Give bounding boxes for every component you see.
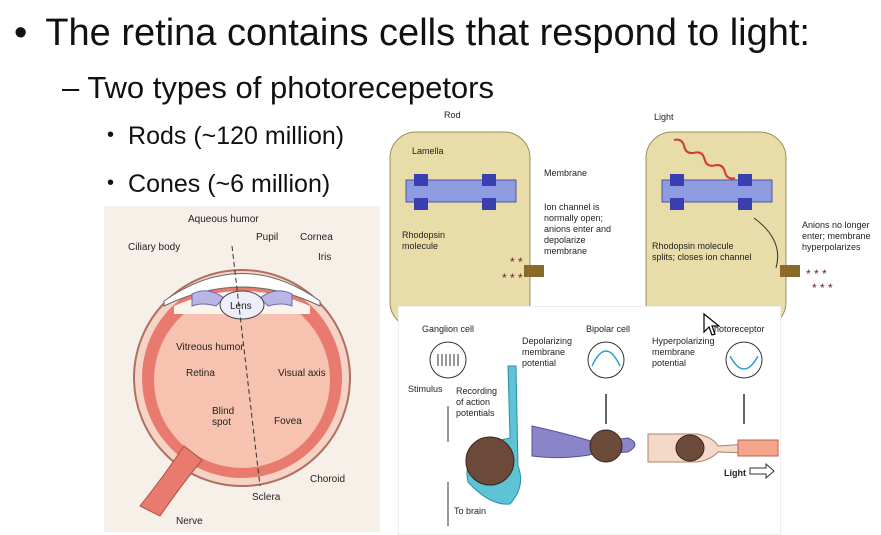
bullet-marker: • xyxy=(107,172,115,194)
rhodopsin-block xyxy=(482,198,496,210)
anion-label-1: Anions no longer xyxy=(802,220,870,230)
lamella-label: Lamella xyxy=(412,146,444,156)
visual-axis-label: Visual axis xyxy=(278,368,326,379)
anions-right: * * * xyxy=(812,281,833,295)
photoreceptor-label: hotoreceptor xyxy=(714,324,765,334)
fovea-label: Fovea xyxy=(274,416,302,427)
bipolar-label: Bipolar cell xyxy=(586,324,630,334)
retina-label: Retina xyxy=(186,368,215,379)
rhodopsin-block xyxy=(414,198,428,210)
main-bullet-text: The retina contains cells that respond t… xyxy=(45,12,810,54)
ion-label-5: membrane xyxy=(544,246,587,256)
light-wave xyxy=(673,138,736,180)
anion-label-3: hyperpolarizes xyxy=(802,242,861,252)
rod-label: Rod xyxy=(444,110,461,120)
ion-label-2: normally open; xyxy=(544,213,603,223)
rhodopsin-block xyxy=(414,174,428,186)
iris-left-shape xyxy=(191,290,225,307)
rhodopsin-block xyxy=(670,174,684,186)
light-arrow-icon xyxy=(749,462,775,480)
eye-anatomy-diagram: Lens Aqueous humor Pupil Cornea Ciliary … xyxy=(104,206,380,532)
ganglion-label: Ganglion cell xyxy=(422,324,474,334)
ganglion-nucleus xyxy=(465,436,515,486)
pupil-label: Pupil xyxy=(256,232,278,243)
bullet-marker: • xyxy=(107,124,115,146)
dep-label-2: membrane xyxy=(522,347,565,357)
anions-right: * * * xyxy=(806,267,827,281)
ion-label-1: Ion channel is xyxy=(544,202,600,212)
dash-marker: – xyxy=(62,70,80,105)
recording-circle xyxy=(429,341,467,379)
blind-spot-label-2: spot xyxy=(212,417,231,428)
split-label-1: Rhodopsin molecule xyxy=(652,241,734,251)
rods-bullet: • Rods (~120 million) xyxy=(107,122,344,151)
rod-photoreceptor-diagram: Rod Lamella Rhodopsin molecule Membrane … xyxy=(384,110,881,328)
rods-bullet-text: Rods (~120 million) xyxy=(128,122,345,150)
rhodopsin-label-1: Rhodopsin xyxy=(402,230,445,240)
retinal-cells-diagram: Ganglion cell Bipolar cell hotoreceptor … xyxy=(398,306,781,535)
lens-shape xyxy=(219,290,265,320)
aqueous-label: Aqueous humor xyxy=(188,214,259,225)
sub-bullet: – Two types of photorecepetors xyxy=(62,70,494,106)
ion-label-4: depolarize xyxy=(544,235,586,245)
stimulus-label: Stimulus xyxy=(408,384,443,394)
choroid-label: Choroid xyxy=(310,474,345,485)
cones-bullet: • Cones (~6 million) xyxy=(107,170,330,199)
recording-label-1: Recording xyxy=(456,386,497,396)
blind-spot-label-1: Blind xyxy=(212,406,234,417)
anions-left: * * * xyxy=(502,271,523,285)
hyperpolarizing-trace xyxy=(729,355,759,370)
to-brain-label: To brain xyxy=(454,506,486,516)
ciliary-label: Ciliary body xyxy=(128,242,180,253)
optic-nerve-shape xyxy=(139,445,203,517)
dep-label-1: Depolarizing xyxy=(522,336,572,346)
outer-segment xyxy=(737,439,779,457)
iris-right-shape xyxy=(259,290,293,307)
vitreous-label: Vitreous humor xyxy=(176,342,244,353)
membrane-label: Membrane xyxy=(544,168,587,178)
main-bullet: • The retina contains cells that respond … xyxy=(14,12,810,55)
split-label-2: splits; closes ion channel xyxy=(652,252,752,262)
rhodopsin-block xyxy=(670,198,684,210)
cornea-label: Cornea xyxy=(300,232,333,243)
rhodopsin-label-2: molecule xyxy=(402,241,438,251)
nerve-label: Nerve xyxy=(176,516,203,527)
cells-diagram-background xyxy=(398,306,781,535)
light-label: Light xyxy=(654,112,674,122)
hyperpolarizing-circle xyxy=(725,341,763,379)
visual-axis-line xyxy=(231,245,261,487)
spike-train xyxy=(437,354,459,366)
mouse-cursor-icon xyxy=(703,312,721,336)
bipolar-nucleus xyxy=(589,429,623,463)
split-arrow xyxy=(753,217,779,269)
recording-label-2: of action xyxy=(456,397,490,407)
rhodopsin-block xyxy=(738,174,752,186)
rhodopsin-block xyxy=(738,198,752,210)
sub-bullet-text: Two types of photorecepetors xyxy=(87,70,494,105)
sclera-label: Sclera xyxy=(252,492,281,503)
cones-bullet-text: Cones (~6 million) xyxy=(128,170,331,198)
rod-body-right xyxy=(645,131,787,328)
anions-left: * * xyxy=(510,255,523,269)
depolarizing-circle xyxy=(587,341,625,379)
bullet-marker: • xyxy=(14,12,28,54)
anion-label-2: enter; membrane xyxy=(802,231,871,241)
iris-label: Iris xyxy=(318,252,331,263)
recording-label-3: potentials xyxy=(456,408,495,418)
dep-label-3: potential xyxy=(522,358,556,368)
depolarizing-trace xyxy=(591,350,621,367)
vitreous-shape xyxy=(154,292,330,468)
light-label: Light xyxy=(724,468,746,478)
ion-label-3: anions enter and xyxy=(544,224,611,234)
hyp-label-3: potential xyxy=(652,358,686,368)
photoreceptor-nucleus xyxy=(675,434,705,462)
hyp-label-2: membrane xyxy=(652,347,695,357)
rhodopsin-block xyxy=(482,174,496,186)
ion-channel-right xyxy=(780,265,800,277)
hyp-label-1: Hyperpolarizing xyxy=(652,336,715,346)
lens-label: Lens xyxy=(230,301,252,312)
ion-channel-left xyxy=(524,265,544,277)
